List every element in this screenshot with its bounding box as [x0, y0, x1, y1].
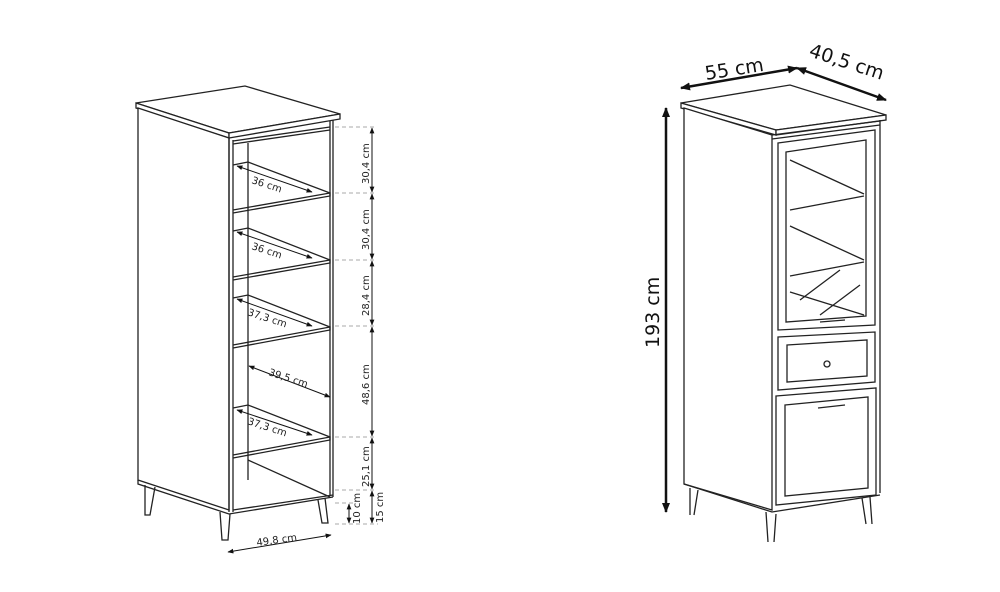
left-dimension-arrows	[227, 126, 378, 554]
depth-label: 40,5 cm	[806, 40, 886, 85]
height-label: 48,6 cm	[361, 364, 372, 405]
height-label: 30,4 cm	[361, 143, 372, 184]
leg-height-label: 10 cm	[352, 493, 363, 524]
shelf-depth-label: 37,3 cm	[246, 307, 288, 330]
base-height-label: 15 cm	[375, 492, 386, 523]
shelf-depth-label: 39,5 cm	[267, 367, 309, 390]
shelf-depth-label: 36 cm	[250, 175, 283, 195]
glass-door-cabinet-drawing	[680, 84, 887, 543]
shelf-depth-label: 36 cm	[250, 241, 283, 261]
width-label: 55 cm	[703, 54, 765, 85]
lower-door	[775, 387, 877, 506]
right-dimension-arrows	[662, 65, 887, 513]
height-label: 25,1 cm	[361, 446, 372, 487]
drawer	[777, 331, 876, 391]
height-label: 30,4 cm	[361, 209, 372, 250]
height-label: 28,4 cm	[361, 275, 372, 316]
open-shelf-cabinet-drawing	[135, 85, 341, 541]
inner-width-label: 49,8 cm	[256, 532, 298, 549]
height-label: 193 cm	[642, 277, 664, 348]
glass-door	[777, 129, 876, 331]
